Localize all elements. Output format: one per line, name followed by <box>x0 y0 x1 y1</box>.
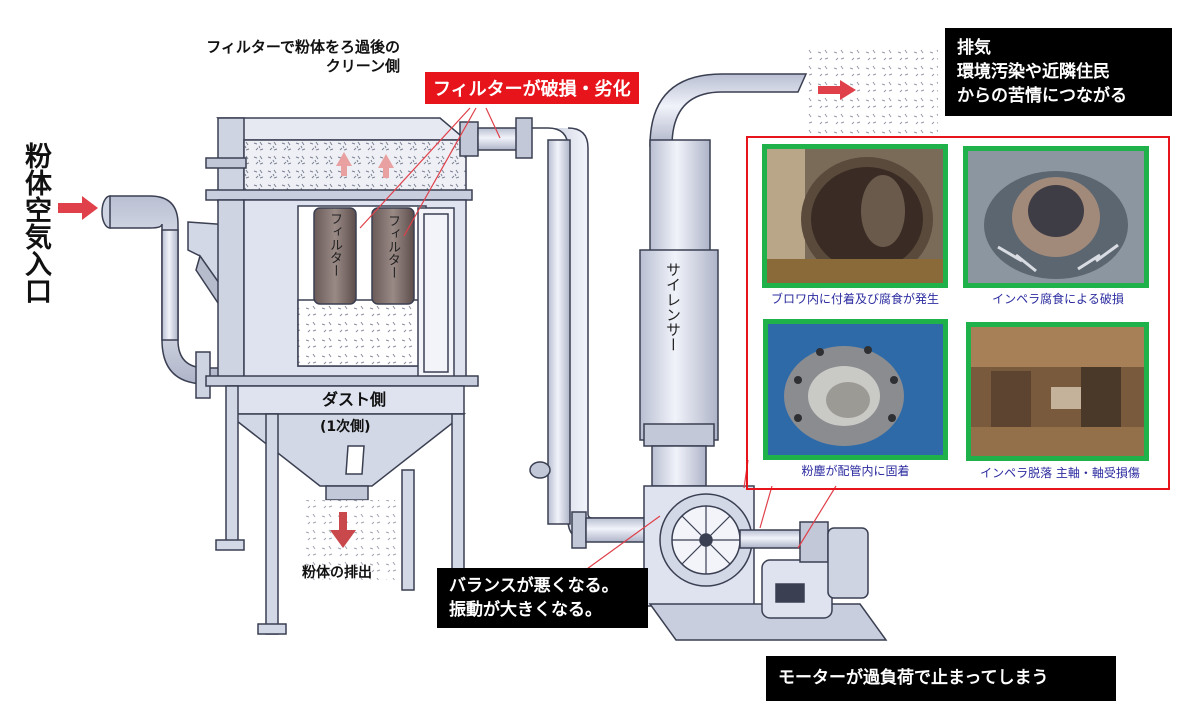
inlet-label: 粉体空気入口 <box>20 142 51 304</box>
photo-caption-shaft: インペラ脱落 主軸・軸受損傷 <box>980 466 1140 480</box>
shaft-damage-photo <box>966 322 1149 461</box>
dust-side-label: ダスト側 <box>322 390 387 409</box>
primary-side-label: (1次側) <box>320 419 371 435</box>
inlet-arrow <box>58 196 98 220</box>
clean-side-label: フィルターで粉体をろ過後の クリーン側 <box>206 38 400 75</box>
powder-discharge-label: 粉体の排出 <box>302 565 372 581</box>
discharge-arrow <box>330 512 356 548</box>
impeller-corrosion-icon <box>968 151 1144 283</box>
outlet-pipe <box>459 117 657 549</box>
filter-right-label: フィルター <box>385 214 400 279</box>
vibration-warning-box: バランスが悪くなる。 振動が大きくなる。 <box>437 568 648 628</box>
support-legs <box>215 385 473 635</box>
blower-interior-photo <box>762 144 948 288</box>
clean-chamber <box>205 117 473 203</box>
discharge-dust <box>300 500 400 580</box>
duct-clog-photo <box>763 319 948 460</box>
exhaust-warning-box: 排気 環境汚染や近隣住民 からの苦情につながる <box>945 28 1172 116</box>
blower-interior-icon <box>767 149 943 283</box>
filter-damage-badge: フィルターが破損・劣化 <box>425 72 639 104</box>
impeller-corrosion-photo <box>963 146 1149 288</box>
silencer-stack <box>639 73 808 487</box>
photo-caption-blower: ブロワ内に付着及び腐食が発生 <box>770 292 939 306</box>
filter-cartridges <box>313 207 415 305</box>
blower-unit <box>643 485 801 607</box>
filter-left-label: フィルター <box>327 212 342 277</box>
photo-caption-duct: 粉塵が配管内に固着 <box>801 464 910 478</box>
exhaust-arrow <box>818 80 856 100</box>
motor-overload-box: モーターが過負荷で止まってしまう <box>766 656 1116 701</box>
damage-photos-frame <box>746 136 1170 490</box>
photo-caption-impeller: インペラ腐食による破損 <box>992 292 1124 306</box>
airflow-arrows <box>336 152 394 178</box>
shaft-damage-icon <box>971 327 1144 456</box>
motor-assembly <box>648 521 888 641</box>
duct-clog-icon <box>768 324 943 455</box>
silencer-label: サイレンサー <box>664 262 682 352</box>
